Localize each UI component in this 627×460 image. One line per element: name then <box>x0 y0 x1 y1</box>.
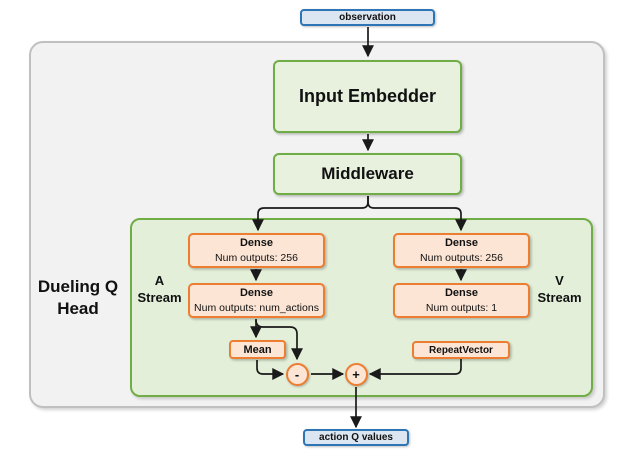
repeat-vector-node: RepeatVector <box>412 341 510 359</box>
input-embedder-node: Input Embedder <box>273 60 462 133</box>
dense-v1-title: Dense <box>444 236 479 249</box>
dense-v2-subtitle: Num outputs: 1 <box>425 301 498 314</box>
middleware-node: Middleware <box>273 153 462 195</box>
dense-a2-subtitle: Num outputs: num_actions <box>194 301 319 314</box>
action-q-values-label: action Q values <box>319 432 393 443</box>
dense-a1-node: Dense Num outputs: 256 <box>188 233 325 268</box>
minus-op-node: - <box>285 362 309 386</box>
middleware-label: Middleware <box>321 164 414 183</box>
mean-node: Mean <box>229 340 286 359</box>
input-embedder-label: Input Embedder <box>298 86 436 106</box>
dense-a1-title: Dense <box>239 236 274 249</box>
plus-op-node: + <box>344 362 368 386</box>
plus-op-label: + <box>352 366 360 382</box>
dense-a1-subtitle: Num outputs: 256 <box>215 251 298 264</box>
dense-v1-subtitle: Num outputs: 256 <box>420 251 503 264</box>
dense-v2-node: Dense Num outputs: 1 <box>393 283 530 318</box>
repeat-vector-label: RepeatVector <box>429 344 493 356</box>
observation-node: observation <box>300 9 435 26</box>
mean-label: Mean <box>243 343 272 356</box>
observation-label: observation <box>339 12 396 23</box>
dense-a2-node: Dense Num outputs: num_actions <box>188 283 325 318</box>
dense-a2-title: Dense <box>239 286 274 299</box>
minus-op-label: - <box>294 366 300 382</box>
dense-v2-title: Dense <box>444 286 479 299</box>
action-q-values-node: action Q values <box>303 429 409 446</box>
dense-v1-node: Dense Num outputs: 256 <box>393 233 530 268</box>
